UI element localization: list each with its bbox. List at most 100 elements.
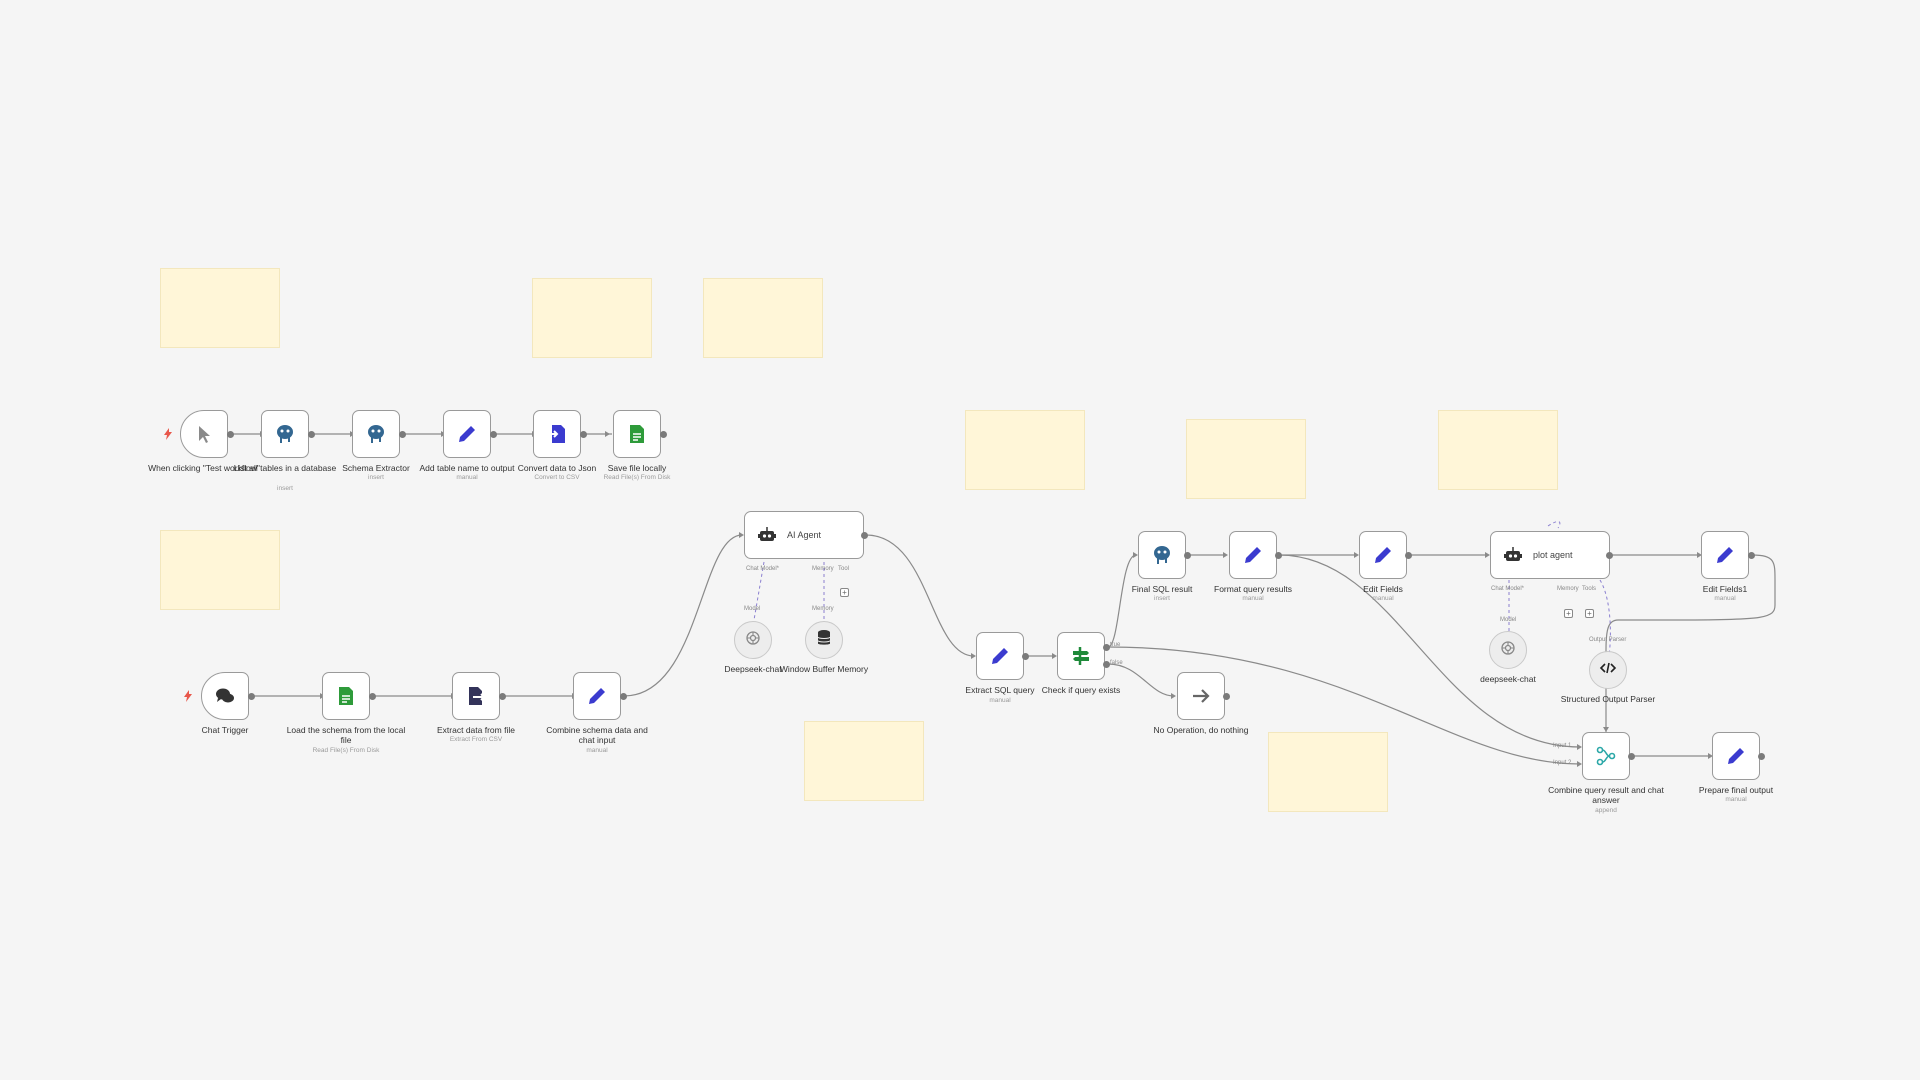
port-label: Memory bbox=[812, 606, 834, 612]
node-subtitle: manual bbox=[989, 697, 1011, 704]
sticky-note[interactable] bbox=[160, 530, 280, 610]
sticky-note[interactable] bbox=[160, 268, 280, 348]
node-label: List all tables in a database bbox=[233, 463, 337, 473]
postgres-icon bbox=[1150, 543, 1174, 567]
output-handle[interactable] bbox=[227, 431, 234, 438]
merge-icon bbox=[1594, 744, 1618, 768]
port-label: Memory bbox=[1557, 586, 1579, 592]
node-prepare-final-output[interactable] bbox=[1712, 732, 1760, 780]
sticky-note[interactable] bbox=[1268, 732, 1388, 812]
output-handle[interactable] bbox=[399, 431, 406, 438]
output-handle[interactable] bbox=[1184, 552, 1191, 559]
arrowhead bbox=[1577, 761, 1582, 767]
node-convert-json[interactable] bbox=[533, 410, 581, 458]
node-deepseek-chat[interactable] bbox=[734, 621, 772, 659]
node-plot-agent[interactable]: plot agent bbox=[1490, 531, 1610, 579]
chat-icon bbox=[213, 684, 237, 708]
output-handle[interactable] bbox=[1606, 552, 1613, 559]
connection bbox=[1107, 663, 1175, 697]
node-edit-fields[interactable] bbox=[1359, 531, 1407, 579]
output-handle[interactable] bbox=[1758, 753, 1765, 760]
extract-icon bbox=[464, 684, 488, 708]
node-label: When clicking "Test workflow" bbox=[148, 463, 260, 473]
node-subtitle: manual bbox=[1714, 595, 1736, 602]
add-tool-button[interactable]: + bbox=[840, 588, 849, 597]
if-icon bbox=[1069, 644, 1093, 668]
node-manual-trigger[interactable] bbox=[180, 410, 228, 458]
node-label: Check if query exists bbox=[1041, 685, 1121, 695]
output-handle[interactable] bbox=[1223, 693, 1230, 700]
node-label: Convert data to Json bbox=[517, 463, 597, 473]
output-handle[interactable] bbox=[490, 431, 497, 438]
pencil-icon bbox=[1713, 543, 1737, 567]
sticky-note[interactable] bbox=[1438, 410, 1558, 490]
node-extract-data[interactable] bbox=[452, 672, 500, 720]
connection bbox=[1605, 554, 1776, 732]
node-combine-query-result[interactable] bbox=[1582, 732, 1630, 780]
node-final-sql-result[interactable] bbox=[1138, 531, 1186, 579]
port-label: Input 1 bbox=[1553, 743, 1572, 749]
sticky-note[interactable] bbox=[965, 410, 1085, 490]
arrowhead bbox=[605, 431, 610, 437]
output-handle[interactable] bbox=[580, 431, 587, 438]
arrowhead bbox=[1052, 653, 1057, 659]
port-label: false bbox=[1110, 660, 1123, 666]
sticky-note[interactable] bbox=[703, 278, 823, 358]
sticky-note[interactable] bbox=[532, 278, 652, 358]
node-add-table-name[interactable] bbox=[443, 410, 491, 458]
file-icon bbox=[625, 422, 649, 446]
output-handle[interactable] bbox=[1022, 653, 1029, 660]
node-combine-schema[interactable] bbox=[573, 672, 621, 720]
add-tool-button[interactable]: + bbox=[1585, 609, 1594, 618]
add-memory-button[interactable]: + bbox=[1564, 609, 1573, 618]
node-deepseek-chat-2[interactable] bbox=[1489, 631, 1527, 669]
output-handle[interactable] bbox=[248, 693, 255, 700]
port-label: Memory bbox=[812, 566, 834, 572]
output-handle[interactable] bbox=[1628, 753, 1635, 760]
output-handle[interactable] bbox=[620, 693, 627, 700]
node-label: Chat Trigger bbox=[201, 725, 249, 735]
node-schema-extractor[interactable] bbox=[352, 410, 400, 458]
pencil-icon bbox=[1371, 543, 1395, 567]
output-handle[interactable] bbox=[369, 693, 376, 700]
node-window-buffer-memory[interactable] bbox=[805, 621, 843, 659]
port-label: Tool bbox=[838, 566, 850, 572]
output-handle[interactable] bbox=[1103, 644, 1110, 651]
node-format-query-results[interactable] bbox=[1229, 531, 1277, 579]
output-handle[interactable] bbox=[660, 431, 667, 438]
output-handle[interactable] bbox=[1748, 552, 1755, 559]
node-label: Window Buffer Memory bbox=[779, 664, 869, 674]
node-subtitle: insert bbox=[368, 474, 384, 481]
node-edit-fields1[interactable] bbox=[1701, 531, 1749, 579]
output-handle[interactable] bbox=[861, 532, 868, 539]
output-handle[interactable] bbox=[499, 693, 506, 700]
node-subtitle: insert bbox=[277, 485, 293, 492]
node-no-operation[interactable] bbox=[1177, 672, 1225, 720]
output-handle[interactable] bbox=[1103, 661, 1110, 668]
node-save-file[interactable] bbox=[613, 410, 661, 458]
node-load-schema[interactable] bbox=[322, 672, 370, 720]
node-structured-output-parser[interactable] bbox=[1589, 651, 1627, 689]
cursor-icon bbox=[192, 422, 216, 446]
arrowhead bbox=[1354, 552, 1359, 558]
node-check-query[interactable] bbox=[1057, 632, 1105, 680]
node-list-tables[interactable] bbox=[261, 410, 309, 458]
arrowhead bbox=[1577, 744, 1582, 750]
node-extract-sql[interactable] bbox=[976, 632, 1024, 680]
node-chat-trigger[interactable] bbox=[201, 672, 249, 720]
node-subtitle: manual bbox=[1725, 796, 1747, 803]
output-handle[interactable] bbox=[1275, 552, 1282, 559]
node-ai-agent[interactable]: AI Agent bbox=[744, 511, 864, 559]
output-handle[interactable] bbox=[1405, 552, 1412, 559]
node-label: Extract data from file bbox=[437, 725, 515, 735]
node-subtitle: insert bbox=[1154, 595, 1170, 602]
node-label: Edit Fields bbox=[1363, 584, 1403, 594]
sticky-note[interactable] bbox=[1186, 419, 1306, 499]
sticky-note[interactable] bbox=[804, 721, 924, 801]
node-subtitle: Read File(s) From Disk bbox=[312, 747, 380, 754]
node-label: Final SQL result bbox=[1131, 584, 1193, 594]
port-label: Model bbox=[1500, 617, 1517, 623]
output-handle[interactable] bbox=[308, 431, 315, 438]
pencil-icon bbox=[1241, 543, 1265, 567]
